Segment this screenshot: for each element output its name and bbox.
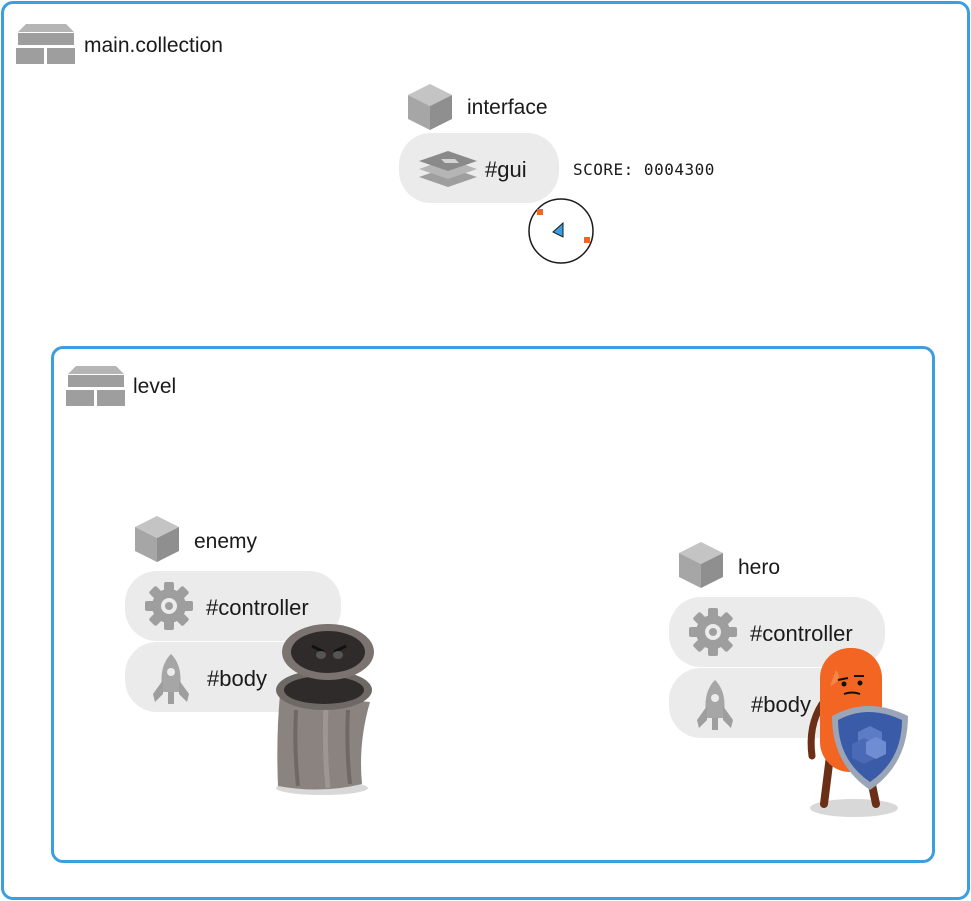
gear-icon (145, 582, 193, 630)
game-object-icon (679, 542, 723, 588)
hero-controller-label: #controller (750, 621, 853, 646)
enemy-label: enemy (194, 530, 258, 553)
interface-label: interface (467, 96, 548, 119)
radar-icon (528, 198, 594, 264)
collection-icon (16, 24, 75, 64)
hero-label: hero (738, 556, 781, 579)
enemy-controller-pill[interactable]: #controller (125, 571, 341, 641)
level-label: level (133, 375, 177, 398)
game-object-icon (408, 84, 452, 130)
game-object-icon (135, 516, 179, 562)
gui-component-pill[interactable]: #gui (399, 133, 559, 203)
gui-component-label: #gui (485, 157, 527, 182)
gear-icon (689, 608, 737, 656)
orange-hero-with-shield-sprite (807, 648, 908, 817)
score-text: SCORE: 0004300 (573, 160, 715, 179)
trash-can-enemy-sprite (276, 624, 374, 795)
rocket-icon (153, 654, 189, 704)
collection-icon (66, 366, 125, 406)
hero-body-label: #body (751, 692, 811, 717)
enemy-controller-label: #controller (206, 595, 309, 620)
enemy-body-label: #body (207, 666, 267, 691)
gui-layers-icon (419, 151, 477, 187)
rocket-icon (697, 680, 733, 730)
main-collection-label: main.collection (84, 34, 223, 57)
